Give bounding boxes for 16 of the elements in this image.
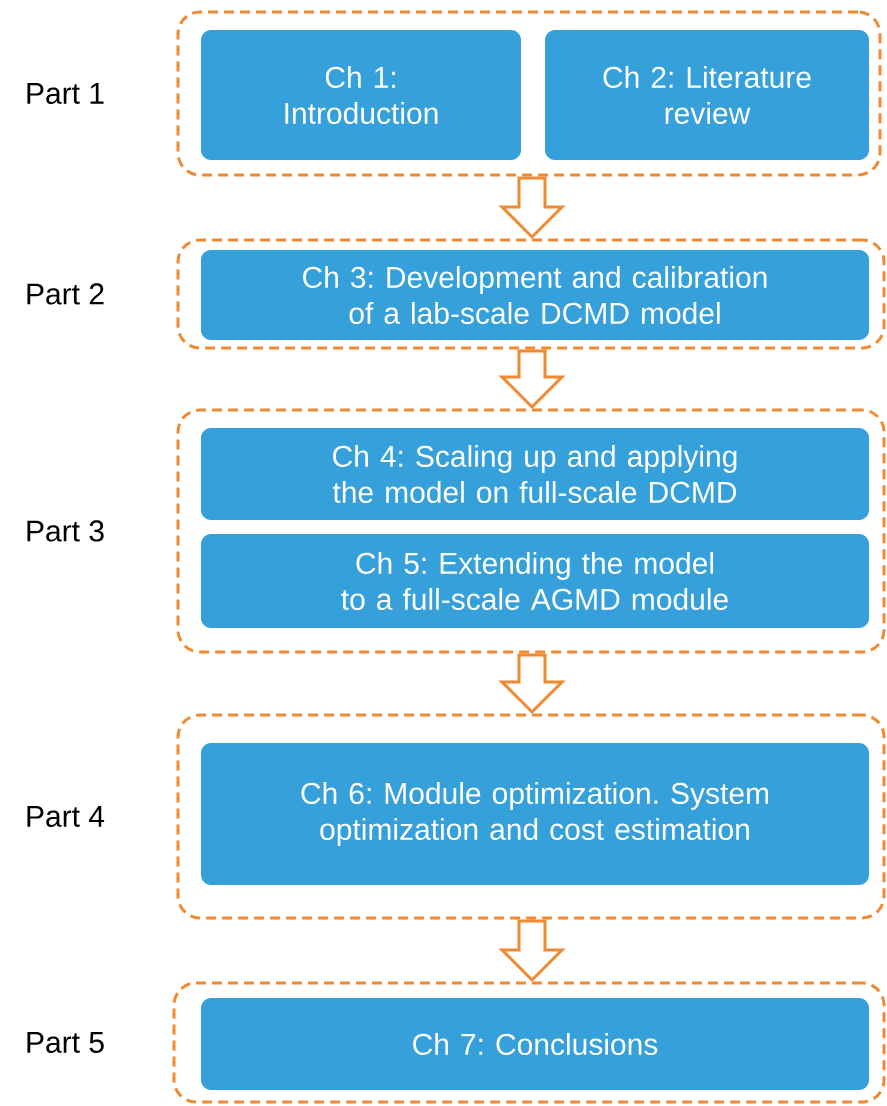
block-arrow — [498, 349, 566, 410]
block-arrow — [498, 653, 566, 715]
part-label: Part 1 — [27, 83, 104, 104]
chapter-box: Ch 5: Extending the model to a full-scale AGMD module — [201, 534, 869, 628]
part-label: Part 2 — [27, 283, 104, 305]
part-label: Part 4 — [27, 806, 105, 827]
chapter-box: Ch 7: Conclusions — [201, 998, 869, 1090]
block-arrow — [498, 176, 566, 240]
part-label: Part 3 — [27, 520, 104, 542]
chapter-box: Ch 1: Introduction — [201, 30, 521, 160]
chapter-box: Ch 2: Literature review — [545, 30, 869, 160]
chapter-box: Ch 3: Development and calibration of a lab-scale DCMD model — [201, 250, 869, 340]
part-label: Part 5 — [27, 1032, 104, 1053]
chapter-box: Ch 6: Module optimization. System optimization and cost estimation — [201, 743, 869, 885]
block-arrow — [498, 919, 566, 983]
chapter-box: Ch 4: Scaling up and applying the model on full-scale DCMD — [201, 428, 869, 520]
